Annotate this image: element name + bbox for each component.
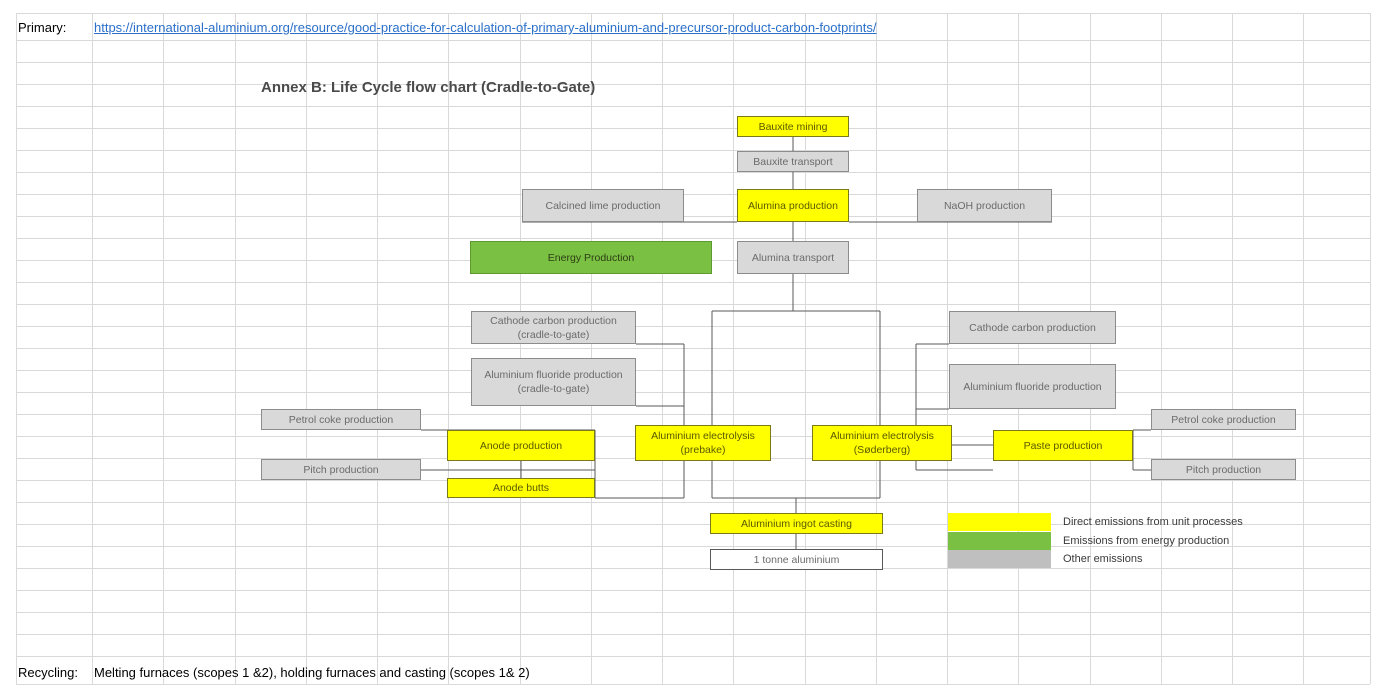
flow-node-label: Aluminium electrolysis (prebake) <box>651 430 755 456</box>
cell-primary-label: Primary: <box>18 20 67 35</box>
legend-swatch-green <box>948 531 1051 550</box>
flow-node-label: Anode production <box>479 439 563 452</box>
flow-node-aluminium-ingot-casting: Aluminium ingot casting <box>710 513 883 534</box>
flow-node-bauxite-transport: Bauxite transport <box>737 151 849 172</box>
flow-node-label: Petrol coke production <box>1171 413 1276 426</box>
flow-node-one-tonne-aluminium: 1 tonne aluminium <box>710 549 883 570</box>
flow-node-alu-fluoride-cradle: Aluminium fluoride production (cradle-to… <box>471 358 636 406</box>
flow-node-alumina-production: Alumina production <box>737 189 849 222</box>
flow-node-label: Aluminium electrolysis (Søderberg) <box>830 430 934 456</box>
flow-node-cathode-carbon-cradle: Cathode carbon production (cradle-to-gat… <box>471 311 636 344</box>
flow-node-label: Cathode carbon production <box>969 321 1096 334</box>
flow-node-label: NaOH production <box>943 199 1026 212</box>
legend-label-green: Emissions from energy production <box>1063 534 1230 547</box>
flow-node-naoh-production: NaOH production <box>917 189 1052 222</box>
flow-node-petrol-coke-left: Petrol coke production <box>261 409 421 430</box>
flow-node-label: Cathode carbon production (cradle-to-gat… <box>490 314 617 341</box>
flow-node-alumina-transport: Alumina transport <box>737 241 849 274</box>
flow-node-bauxite-mining: Bauxite mining <box>737 116 849 137</box>
flow-node-label: Pitch production <box>1185 463 1262 476</box>
flow-node-anode-production: Anode production <box>447 430 595 461</box>
flow-node-label: 1 tonne aluminium <box>753 553 840 566</box>
flow-node-label: Calcined lime production <box>545 199 661 212</box>
flow-node-label: Bauxite mining <box>758 120 828 133</box>
flow-node-label: Pitch production <box>303 463 379 476</box>
flow-node-alu-electrolysis-soderberg: Aluminium electrolysis (Søderberg) <box>812 425 952 461</box>
diagram-title: Annex B: Life Cycle flow chart (Cradle-t… <box>261 79 596 96</box>
flow-node-label: Alumina transport <box>751 251 835 264</box>
flow-node-petrol-coke-right: Petrol coke production <box>1151 409 1296 430</box>
flow-node-label: Bauxite transport <box>753 155 833 168</box>
flow-node-label: Aluminium ingot casting <box>741 517 852 530</box>
legend-label-yellow: Direct emissions from unit processes <box>1063 516 1243 528</box>
cell-primary-url-link[interactable]: https://international-aluminium.org/reso… <box>94 20 877 35</box>
flow-node-pitch-production-left: Pitch production <box>261 459 421 480</box>
cell-recycling-label: Recycling: <box>18 665 78 680</box>
cell-recycling-value: Melting furnaces (scopes 1 &2), holding … <box>94 665 530 680</box>
flow-node-anode-butts: Anode butts <box>447 478 595 498</box>
flow-node-alu-fluoride-right: Aluminium fluoride production <box>949 364 1116 409</box>
flow-node-paste-production: Paste production <box>993 430 1133 461</box>
legend-swatch-yellow <box>948 513 1051 531</box>
flow-node-label: Alumina production <box>748 199 838 212</box>
legend-label-grey: Other emissions <box>1063 553 1143 565</box>
flow-node-alu-electrolysis-prebake: Aluminium electrolysis (prebake) <box>635 425 771 461</box>
flow-node-label: Anode butts <box>492 482 550 494</box>
flow-node-label: Aluminium fluoride production <box>963 380 1102 393</box>
flow-node-pitch-production-right: Pitch production <box>1151 459 1296 480</box>
flow-node-label: Energy Production <box>547 251 635 264</box>
legend-swatch-grey <box>948 550 1051 568</box>
flow-node-label: Aluminium fluoride production (cradle-to… <box>484 369 623 395</box>
flow-node-energy-production: Energy Production <box>470 241 712 274</box>
flow-node-calcined-lime-production: Calcined lime production <box>522 189 684 222</box>
flow-node-label: Paste production <box>1023 439 1103 452</box>
flow-node-label: Petrol coke production <box>288 413 394 426</box>
flow-node-cathode-carbon-right: Cathode carbon production <box>949 311 1116 344</box>
